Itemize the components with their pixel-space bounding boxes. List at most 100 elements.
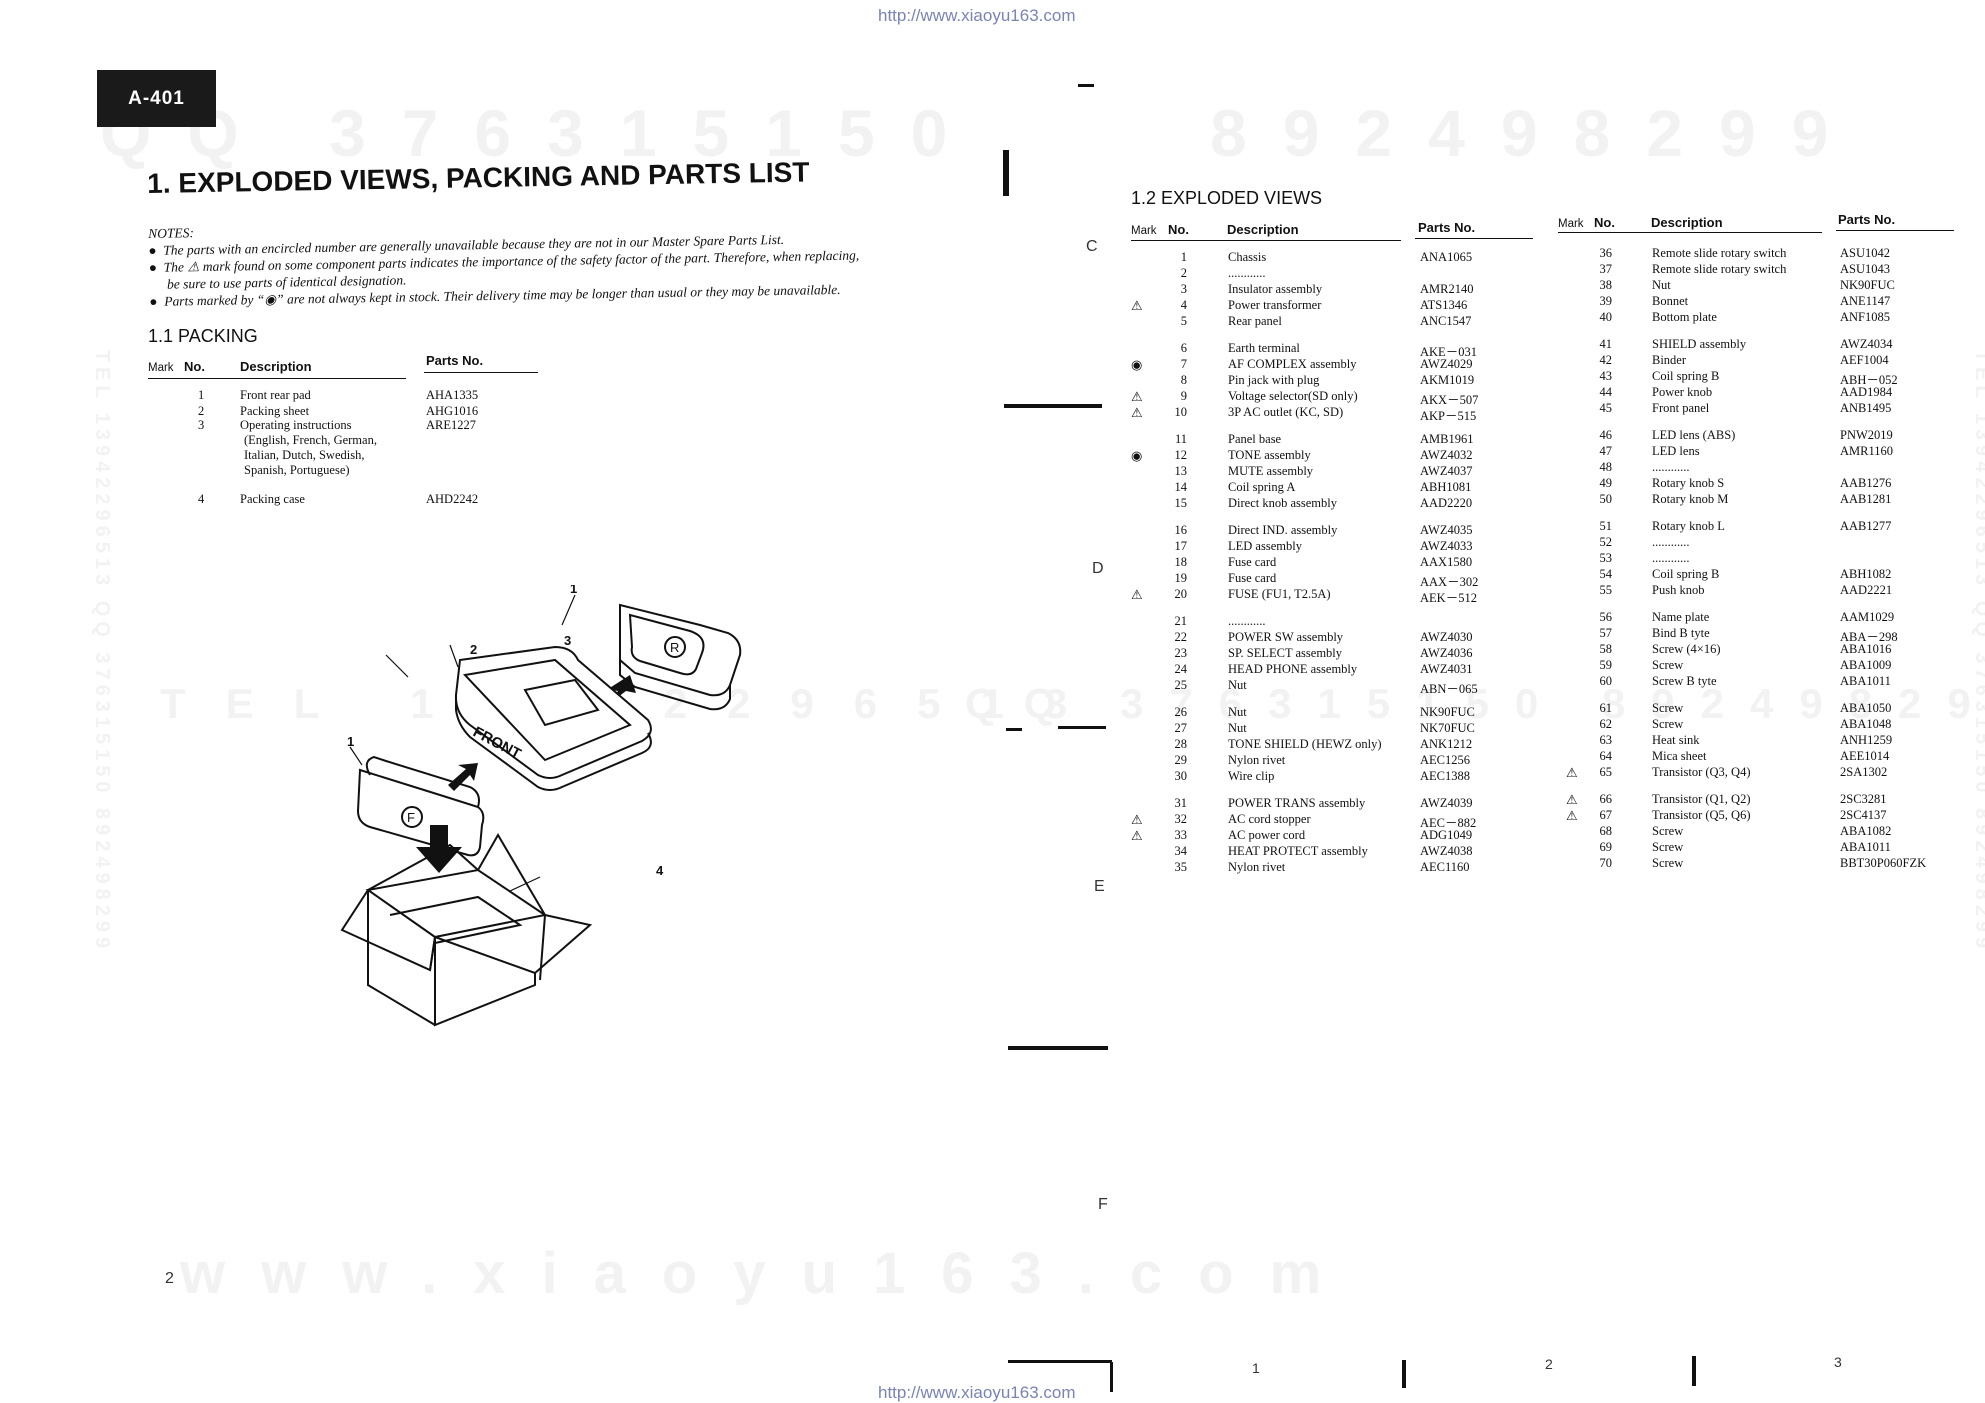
row-number: 1 <box>1180 250 1187 264</box>
row-number: 36 <box>1599 246 1613 260</box>
row-parts-no: ABH1082 <box>1840 567 1892 581</box>
row-number: 20 <box>1174 587 1188 601</box>
row-mark: ⚠ <box>1566 765 1578 780</box>
row-number: 3 <box>1180 282 1187 296</box>
table-row: 48............ <box>1558 460 1958 476</box>
row-number: 62 <box>1599 717 1613 731</box>
row-number: 37 <box>1599 262 1613 276</box>
row-number: 45 <box>1599 401 1613 415</box>
crop-mark <box>1008 1360 1112 1363</box>
row-parts-no: AHG1016 <box>426 404 479 418</box>
row-description: Bonnet <box>1652 294 1689 308</box>
footer-number-3: 3 <box>1834 1354 1842 1370</box>
row-parts-no: AEE1014 <box>1840 749 1890 763</box>
row-number: 61 <box>1599 701 1613 715</box>
row-parts-no: AWZ4039 <box>1420 796 1473 810</box>
row-parts-no: AMR2140 <box>1420 282 1474 296</box>
margin-letter-f: F <box>1098 1196 1108 1213</box>
arrow-down <box>416 825 462 873</box>
footer-number-1: 1 <box>1252 1360 1260 1376</box>
row-description: Screw <box>1652 824 1684 838</box>
row-parts-no: AAD2221 <box>1840 583 1893 597</box>
row-description: Transistor (Q3, Q4) <box>1652 765 1751 779</box>
row-parts-no: AKE－031 <box>1420 345 1477 359</box>
row-number: 64 <box>1599 749 1613 763</box>
url-top[interactable]: http://www.xiaoyu163.com <box>878 6 1076 25</box>
row-parts-no: AKX－507 <box>1420 393 1479 407</box>
row-description: Power knob <box>1652 385 1713 399</box>
row-description: Bottom plate <box>1652 310 1717 324</box>
row-parts-no: AAD2220 <box>1420 496 1473 510</box>
packing-heading: 1.1 PACKING <box>148 326 258 346</box>
row-mark: ⚠ <box>1131 812 1143 827</box>
packing-box <box>340 833 593 1027</box>
col-parts: Parts No. <box>1418 220 1476 235</box>
packing-diagram: R FRONT F 1 2 3 1 <box>340 585 742 1027</box>
row-number: 68 <box>1599 824 1613 838</box>
row-parts-no: ANC1547 <box>1420 314 1472 328</box>
row-parts-no: ABA－298 <box>1840 630 1898 644</box>
col-no: No. <box>1594 215 1615 230</box>
watermark-row3: www.xiaoyu163.com <box>180 1241 1358 1306</box>
row-parts-no: ADG1049 <box>1420 828 1473 842</box>
row-parts-no: AMB1961 <box>1420 432 1474 446</box>
row-description: LED assembly <box>1228 539 1302 553</box>
row-number: 11 <box>1174 432 1187 446</box>
arrow <box>448 763 478 791</box>
row-description: Screw <box>1652 840 1684 854</box>
table-row: (English, French, German, <box>148 433 543 448</box>
table-row: 21............ <box>1131 614 1541 630</box>
row-description: SHIELD assembly <box>1652 337 1747 351</box>
row-number: 41 <box>1599 337 1613 351</box>
row-description: AF COMPLEX assembly <box>1228 357 1357 371</box>
row-description: Transistor (Q5, Q6) <box>1652 808 1751 822</box>
row-parts-no: AEC1388 <box>1420 769 1470 783</box>
col-mark: Mark <box>148 362 174 374</box>
crop-mark <box>1692 1356 1696 1386</box>
watermark-row1: QQ 376315150 <box>100 96 984 170</box>
header-rule <box>1558 232 1822 233</box>
watermark-row2b: QQ 376315150 892498299 <box>965 680 1985 727</box>
row-parts-no: AWZ4037 <box>1420 464 1473 478</box>
row-description: Fuse card <box>1228 571 1277 585</box>
col-desc: Description <box>1227 222 1299 237</box>
row-parts-no: AAB1281 <box>1840 492 1892 506</box>
col-parts: Parts No. <box>426 353 484 368</box>
row-description: Screw <box>1652 658 1684 672</box>
col-parts: Parts No. <box>1838 212 1896 227</box>
row-description: Coil spring B <box>1652 369 1720 383</box>
row-number: 13 <box>1174 464 1188 478</box>
row-parts-no: ATS1346 <box>1420 298 1468 312</box>
row-description: Name plate <box>1652 610 1710 624</box>
row-mark: ⚠ <box>1131 405 1143 420</box>
url-bottom[interactable]: http://www.xiaoyu163.com <box>878 1383 1076 1402</box>
row-description: Nut <box>1652 278 1671 292</box>
row-parts-no: ABA1011 <box>1840 674 1891 688</box>
row-parts-no: AWZ4032 <box>1420 448 1473 462</box>
row-parts-no: 2SA1302 <box>1840 765 1888 779</box>
row-description: LED lens <box>1652 444 1700 458</box>
crop-mark <box>1110 1362 1113 1392</box>
row-parts-no: AEK－512 <box>1420 591 1477 605</box>
row-description: Insulator assembly <box>1228 282 1323 296</box>
